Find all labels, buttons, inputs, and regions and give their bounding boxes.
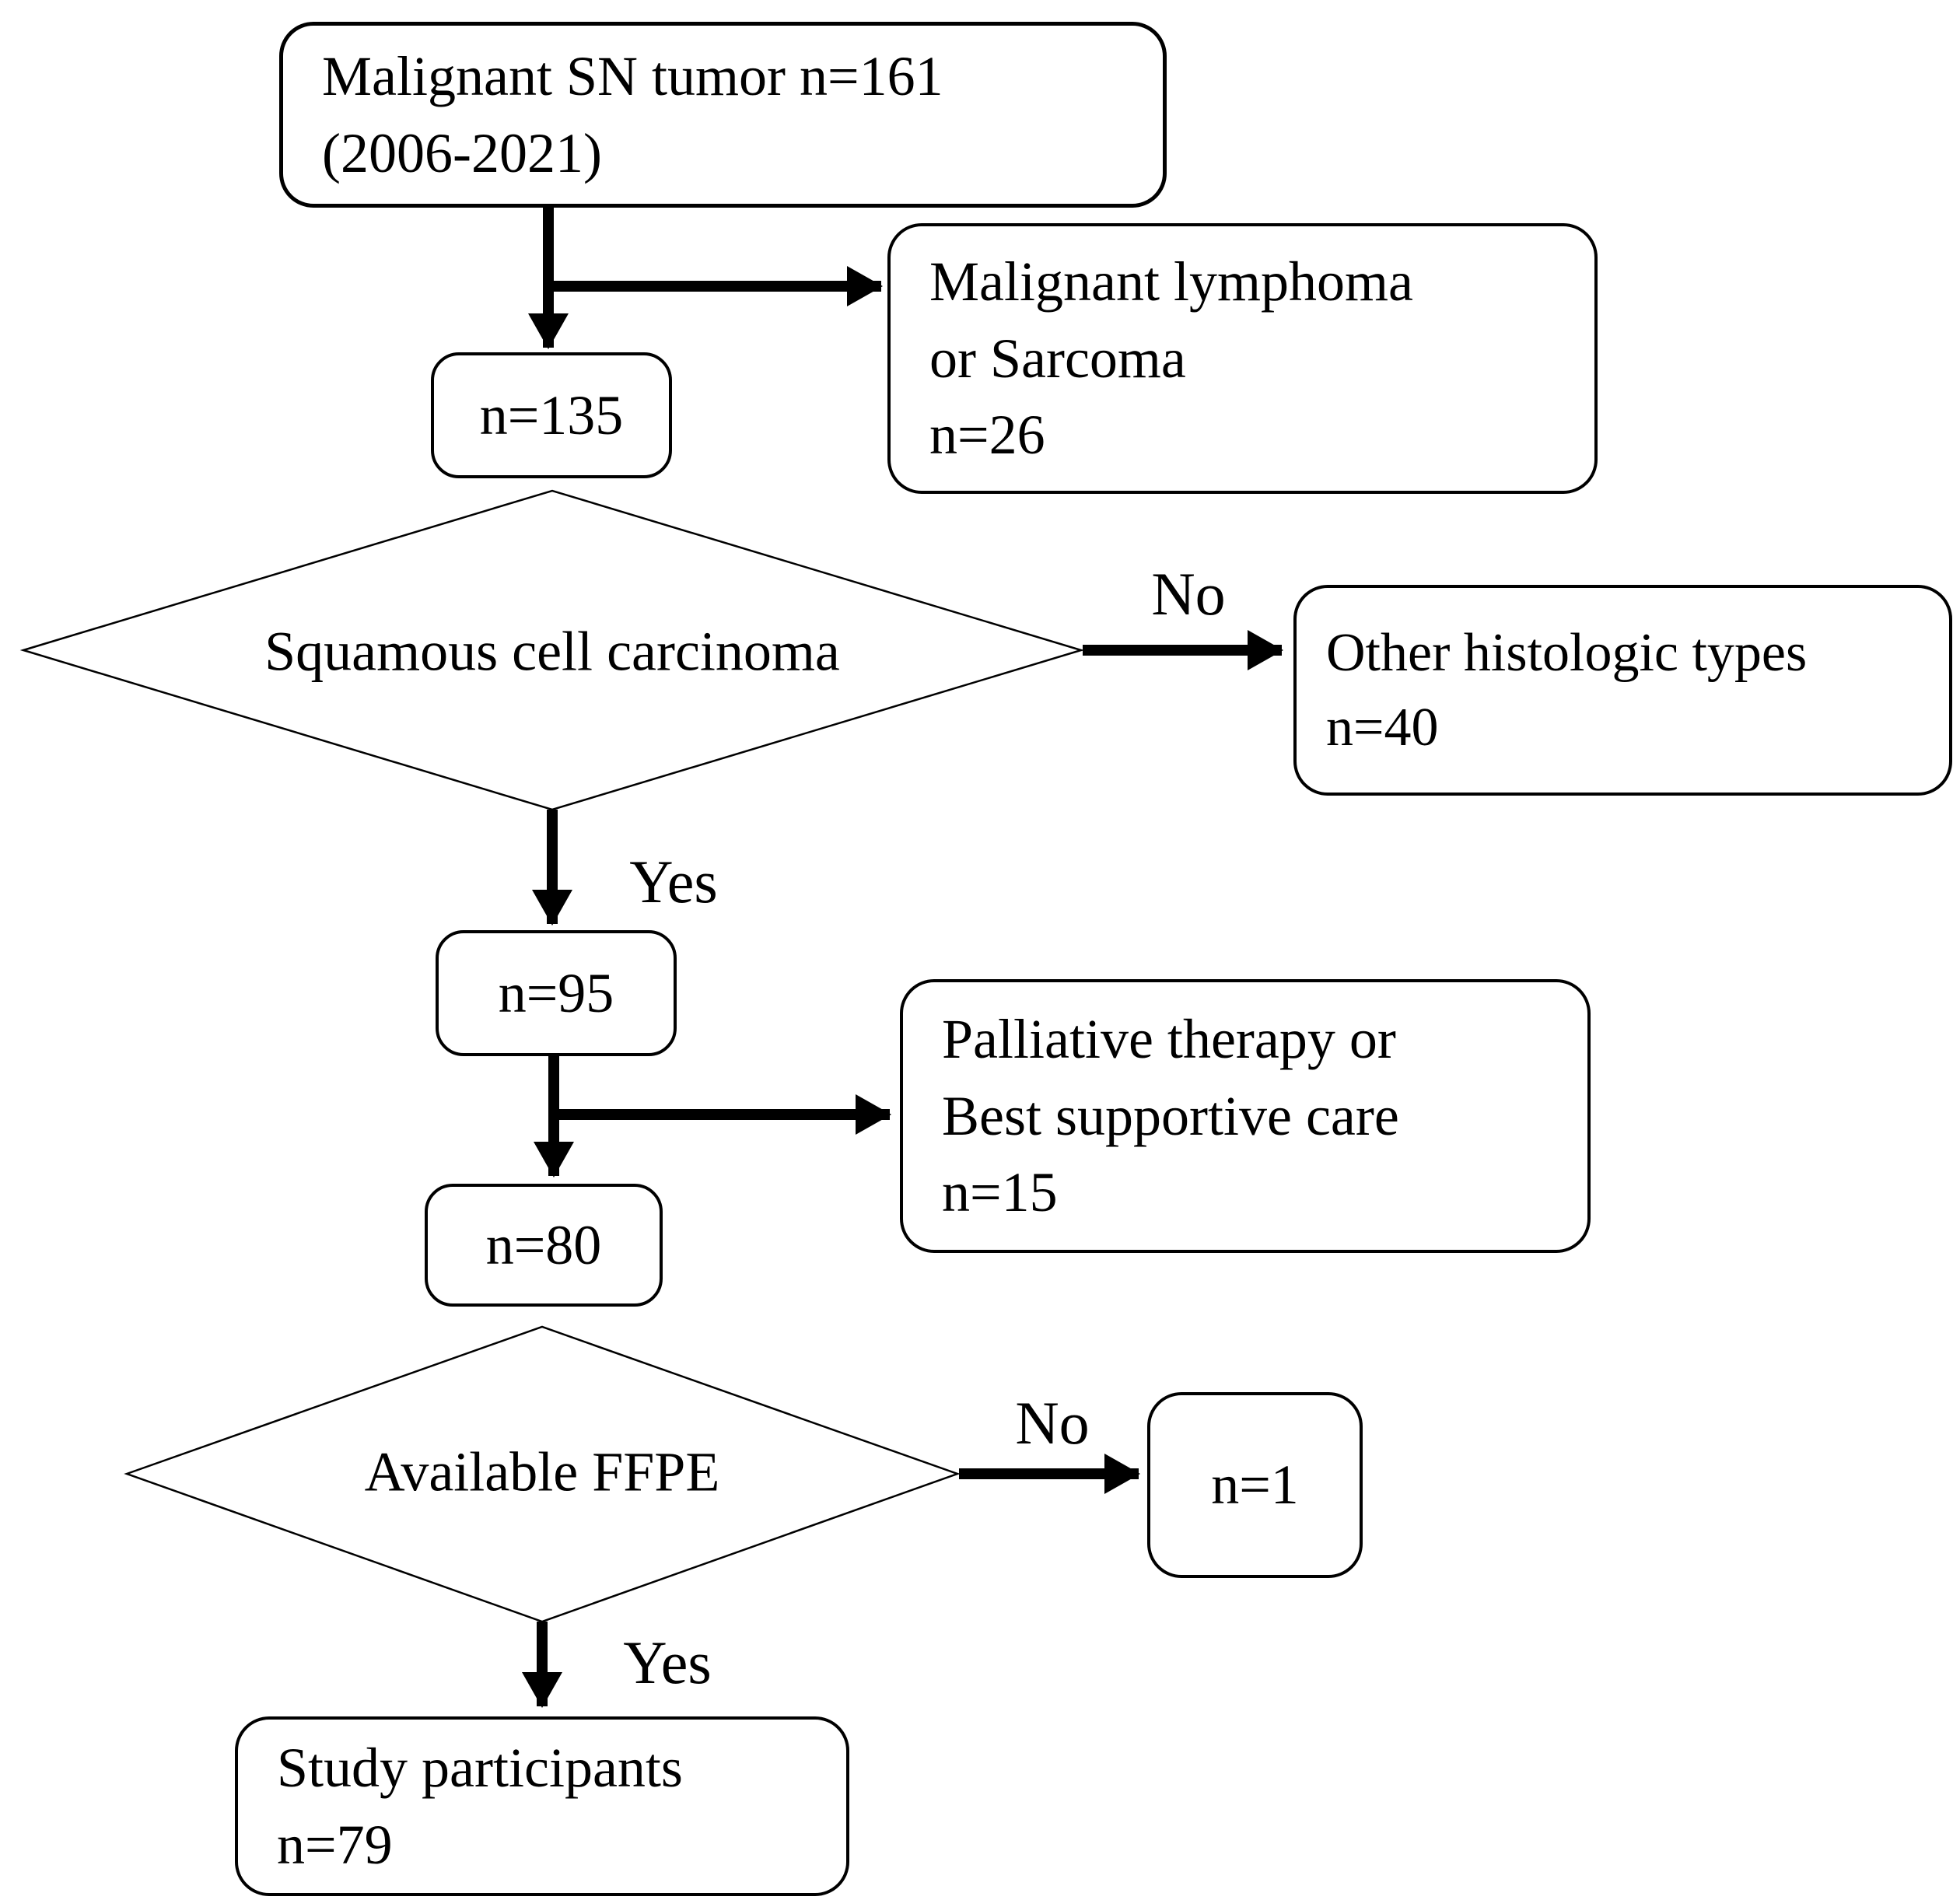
node-n80: n=80: [425, 1184, 663, 1307]
label-ffpe-no: No: [1015, 1389, 1090, 1457]
label-ffpe-yes: Yes: [623, 1629, 712, 1696]
node-palliative-best-supportive: Palliative therapy or Best supportive ca…: [900, 979, 1591, 1253]
decision-available-ffpe-label: Available FFPE: [364, 1440, 720, 1503]
node-n1: n=1: [1147, 1392, 1363, 1578]
label-scc-yes: Yes: [629, 848, 718, 915]
node-excluded-lymphoma-sarcoma: Malignant lymphoma or Sarcoma n=26: [887, 223, 1598, 494]
diamond-squamous-cell-carcinoma: [19, 489, 1085, 811]
diamond-available-ffpe: [124, 1325, 961, 1623]
decision-squamous-cell-carcinoma-label: Squamous cell carcinoma: [264, 620, 840, 683]
node-n135: n=135: [431, 352, 672, 478]
node-n95: n=95: [436, 930, 677, 1056]
node-malignant-sn-tumor: Malignant SN tumor n=161 (2006-2021): [279, 22, 1167, 208]
node-study-participants: Study participants n=79: [235, 1716, 849, 1896]
label-scc-no: No: [1151, 560, 1226, 628]
node-other-histologic-types: Other histologic types n=40: [1293, 585, 1952, 796]
